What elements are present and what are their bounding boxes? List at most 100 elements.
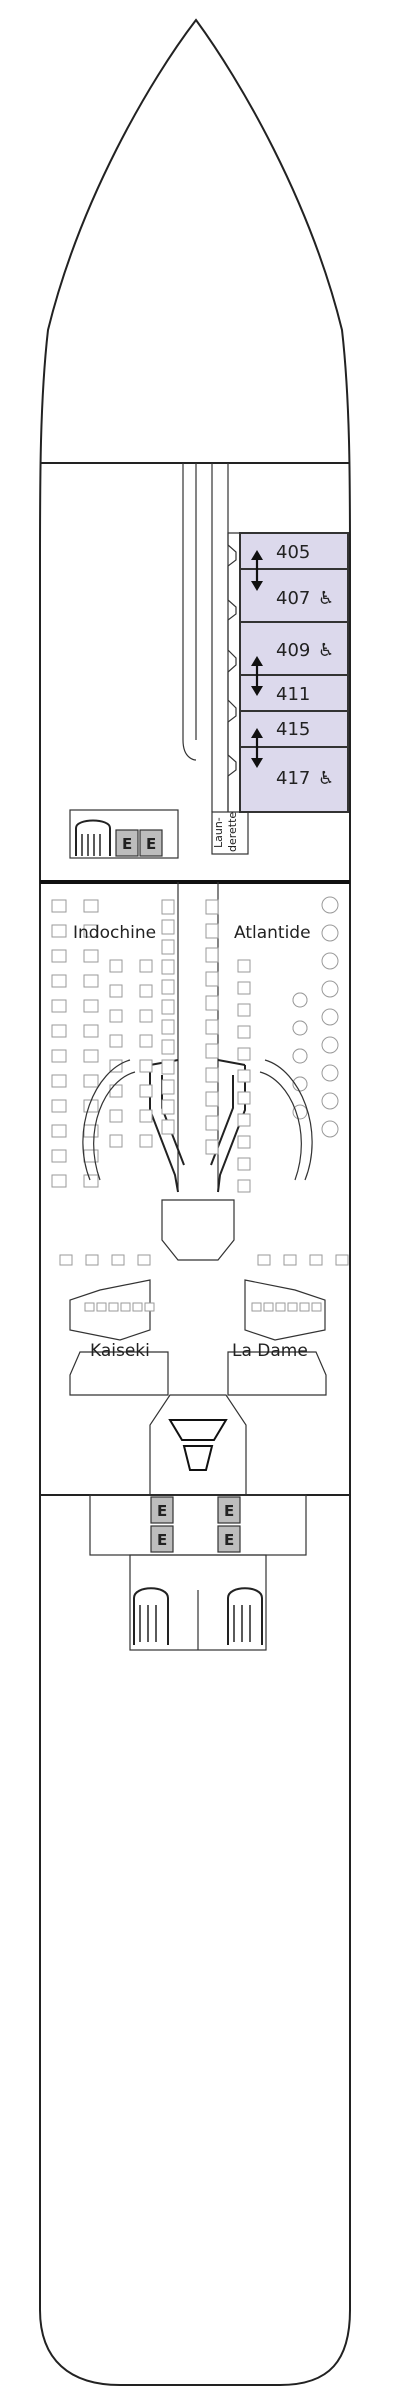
elevator-label: E	[146, 835, 156, 853]
chair	[139, 1009, 153, 1023]
forward-stair-elevators: E E	[69, 809, 179, 859]
chair	[161, 999, 175, 1015]
cabin-number: 405	[276, 542, 310, 563]
aft-elevator-lobby: E E E E	[89, 1494, 307, 1651]
round-table	[321, 1120, 339, 1138]
chair	[139, 1084, 153, 1098]
booth-seat	[51, 949, 67, 963]
chair	[111, 1254, 125, 1266]
chair	[205, 995, 219, 1011]
chair	[237, 1069, 251, 1083]
chair	[144, 1302, 155, 1312]
booth-seat	[51, 1024, 67, 1038]
elevator-label: E	[224, 1531, 234, 1549]
chair	[161, 959, 175, 975]
chair	[109, 1084, 123, 1098]
round-table	[292, 992, 308, 1008]
furniture-atlantide	[205, 896, 349, 1312]
chair	[237, 1003, 251, 1017]
table	[83, 1049, 99, 1063]
cabin-number: 411	[276, 684, 310, 705]
round-table	[321, 896, 339, 914]
elevator-icon	[115, 829, 139, 857]
chair	[96, 1302, 107, 1312]
chair	[109, 1109, 123, 1123]
booth-seat	[51, 899, 67, 913]
chair	[237, 1135, 251, 1149]
booth-seat	[51, 999, 67, 1013]
chair	[161, 1119, 175, 1135]
connecting-door-arrows	[251, 550, 263, 768]
wheelchair-icon: ♿	[318, 640, 334, 661]
hull-outline	[39, 18, 351, 2386]
launderette-label-1: Laun-	[212, 817, 225, 848]
elevator-icon	[150, 1525, 174, 1553]
chair	[205, 1139, 219, 1155]
booth-seat	[51, 1074, 67, 1088]
stair-icon	[133, 1587, 169, 1645]
double-arrow-icon	[251, 728, 263, 768]
chair	[335, 1254, 349, 1266]
booth-seat	[51, 1099, 67, 1113]
chair	[109, 1009, 123, 1023]
forward-corridors	[182, 463, 229, 812]
chair	[237, 1179, 251, 1193]
chair	[237, 1113, 251, 1127]
chair	[263, 1302, 274, 1312]
chair	[109, 1034, 123, 1048]
chair	[139, 1109, 153, 1123]
elevator-icon	[217, 1525, 241, 1553]
wheelchair-icon: ♿	[318, 588, 334, 609]
wheelchair-icon: ♿	[318, 768, 334, 789]
table	[83, 974, 99, 988]
booth-seat	[51, 1174, 67, 1188]
round-table	[321, 952, 339, 970]
chair	[205, 947, 219, 963]
chair	[161, 979, 175, 995]
chair	[132, 1302, 143, 1312]
chair	[59, 1254, 73, 1266]
booth-seat	[51, 1149, 67, 1163]
chair	[139, 959, 153, 973]
venue-label-kaiseki: Kaiseki	[90, 1341, 150, 1361]
chair	[237, 1047, 251, 1061]
table	[83, 1149, 99, 1163]
elevator-label: E	[122, 835, 132, 853]
chair	[309, 1254, 323, 1266]
cabin-number: 407	[276, 588, 310, 609]
booth-seat	[51, 1049, 67, 1063]
chair	[237, 959, 251, 973]
table	[83, 949, 99, 963]
chair	[299, 1302, 310, 1312]
elevator-label: E	[224, 1502, 234, 1520]
venue-label-atlantide: Atlantide	[234, 923, 311, 943]
chair	[311, 1302, 322, 1312]
chair	[109, 984, 123, 998]
chair	[205, 899, 219, 915]
stair-icon	[227, 1587, 263, 1645]
elevator-label: E	[157, 1531, 167, 1549]
chair	[283, 1254, 297, 1266]
round-table	[321, 924, 339, 942]
elevator-icon	[217, 1496, 241, 1524]
chair	[120, 1302, 131, 1312]
chair	[205, 1043, 219, 1059]
venue-label-la-dame: La Dame	[232, 1341, 308, 1361]
chair	[161, 939, 175, 955]
chair	[275, 1302, 286, 1312]
round-table	[321, 1008, 339, 1026]
chair	[161, 1019, 175, 1035]
cabin-labels: 405 407 ♿ 409 ♿ 411 415 417 ♿	[276, 542, 334, 789]
chair	[205, 1091, 219, 1107]
chair	[139, 1059, 153, 1073]
round-table	[292, 1048, 308, 1064]
chair	[287, 1302, 298, 1312]
chair	[161, 919, 175, 935]
chair	[161, 1059, 175, 1075]
atrium-staircase	[168, 1419, 228, 1471]
chair	[237, 1091, 251, 1105]
venue-label-indochine: Indochine	[73, 923, 156, 943]
chair	[85, 1254, 99, 1266]
table	[83, 1074, 99, 1088]
